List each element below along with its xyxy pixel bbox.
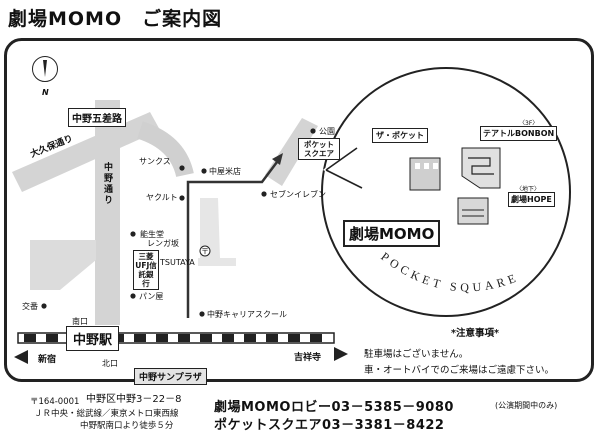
notice-title: *注意事項* <box>451 328 499 339</box>
bank-box: 三菱UFJ信託銀行 <box>133 250 159 290</box>
tsutaya-label: TSUTAYA <box>160 258 195 267</box>
kichijoji-label: 吉祥寺 <box>294 353 322 363</box>
theatre-momo-label: 劇場MOMO <box>343 220 441 247</box>
momo-lobby-note: (公演期間中のみ) <box>495 401 558 410</box>
koban-label: 交番 <box>22 302 38 311</box>
footer-zip: 〒164-0001 <box>30 397 80 407</box>
sunkus-label: サンクス <box>139 157 171 166</box>
momo-lobby-phone: 劇場MOMOロビー03－5385－9080 <box>214 400 454 415</box>
notice-box: *注意事項* 駐車場はございません。 車・オートバイでのご来場はご遠慮下さい。 <box>364 325 586 376</box>
seven-eleven-label: セブンイレブン <box>270 190 326 199</box>
bonbon-floor-label: 〈3F〉 <box>519 120 539 127</box>
nakano-dori-label: 中野通り <box>102 162 112 206</box>
notice-line-2: 車・オートバイでのご来場はご遠慮下さい。 <box>364 365 555 376</box>
theatre-hope-label: 劇場HOPE <box>508 192 555 207</box>
career-school-label: 中野キャリアスクール <box>207 310 287 319</box>
hope-floor-label: 〈地下〉 <box>516 186 541 193</box>
shinjuku-label: 新宿 <box>38 355 57 365</box>
the-pocket-label: ザ・ポケット <box>372 128 428 143</box>
footer-access-line-2: 中野駅南口より徒歩５分 <box>80 421 174 431</box>
footer-access-line-1: ＪＲ中央・総武線／東京メトロ東西線 <box>34 409 179 419</box>
yakult-label: ヤクルト <box>146 193 178 202</box>
footer-address: 中野区中野3－22－8 <box>86 394 182 405</box>
bakery-label: パン屋 <box>139 292 164 301</box>
park-label: 公園 <box>319 127 335 136</box>
sunplaza-label: 中野サンプラザ <box>134 368 207 385</box>
pocket-square-phone: ポケットスクエア03－3381－8422 <box>214 418 445 433</box>
notice-line-1: 駐車場はございません。 <box>364 349 469 360</box>
nakano-station-label: 中野駅 <box>66 326 120 351</box>
gosaro-label: 中野五差路 <box>68 108 126 127</box>
page-title: 劇場MOMO ご案内図 <box>8 8 223 30</box>
south-exit-label: 南口 <box>72 317 88 326</box>
nakaya-label: 中屋米店 <box>209 167 241 176</box>
theatre-bonbon-label: テアトルBONBON <box>480 126 558 141</box>
north-label: N <box>42 88 49 97</box>
nosei-label: 能生堂 <box>140 230 164 239</box>
svg-text:〒: 〒 <box>201 247 209 256</box>
north-exit-label: 北口 <box>102 359 118 368</box>
compass-icon <box>32 56 58 82</box>
renga-zaka-label: レンガ坂 <box>147 239 179 248</box>
pocket-square-map-box: ポケット スクエア <box>298 138 340 160</box>
